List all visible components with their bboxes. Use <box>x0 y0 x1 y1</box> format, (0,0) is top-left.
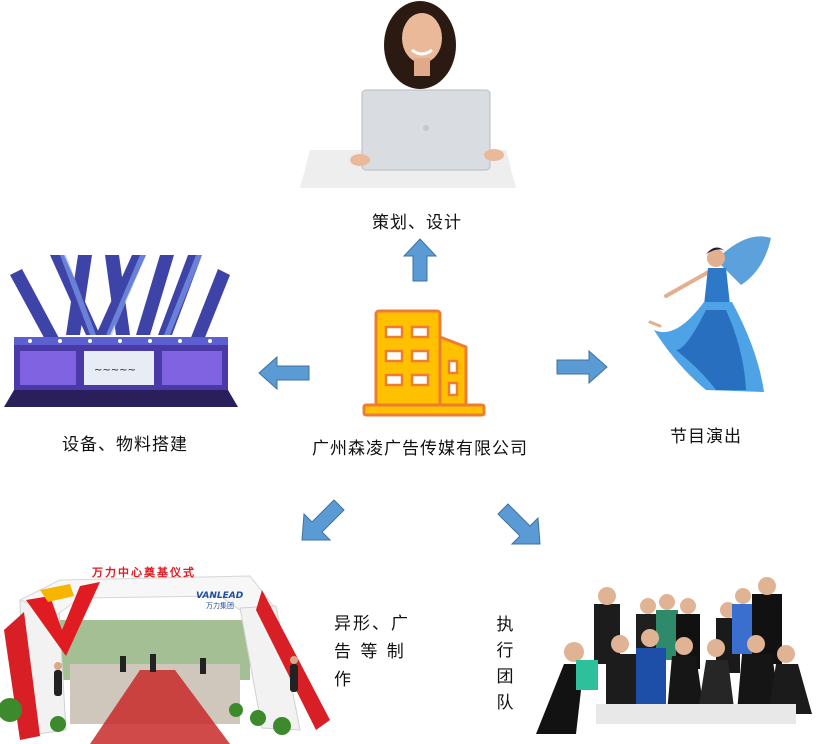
woman-laptop-image <box>300 0 516 188</box>
team-photo-image <box>536 574 816 744</box>
company-building-icon <box>362 307 486 417</box>
arrow-left-icon <box>258 356 310 390</box>
arch-logo-cn: 万力集团 <box>206 601 234 610</box>
bottom-left-label-line1: 异形、广 <box>334 614 410 634</box>
company-name: 广州森凌广告传媒有限公司 <box>312 439 528 459</box>
stage-lighting-image: ~~~~~ <box>0 255 242 410</box>
arch-logo-en: VANLEAD <box>196 591 244 601</box>
bottom-right-node-label: 执行团队 <box>496 615 514 713</box>
arrow-up-icon <box>403 238 437 282</box>
bottom-left-node-label: 异形、广 告 等 制 作 <box>334 610 410 694</box>
bottom-left-label-line2: 告 等 制 <box>334 642 406 662</box>
arrow-down-right-icon <box>494 500 542 546</box>
ceremony-arch-image: 万力中心奠基仪式 VANLEAD 万力集团 <box>0 560 330 744</box>
left-node-label: 设备、物料搭建 <box>62 435 188 455</box>
dancer-image <box>646 230 776 398</box>
arch-banner-text: 万力中心奠基仪式 <box>91 565 196 579</box>
right-node-label: 节目演出 <box>670 427 742 447</box>
arrow-down-left-icon <box>300 496 348 542</box>
bottom-left-label-line3: 作 <box>334 670 353 690</box>
arrow-right-icon <box>556 350 608 384</box>
top-node-label: 策划、设计 <box>372 213 462 233</box>
svg-text:~~~~~: ~~~~~ <box>94 365 136 376</box>
